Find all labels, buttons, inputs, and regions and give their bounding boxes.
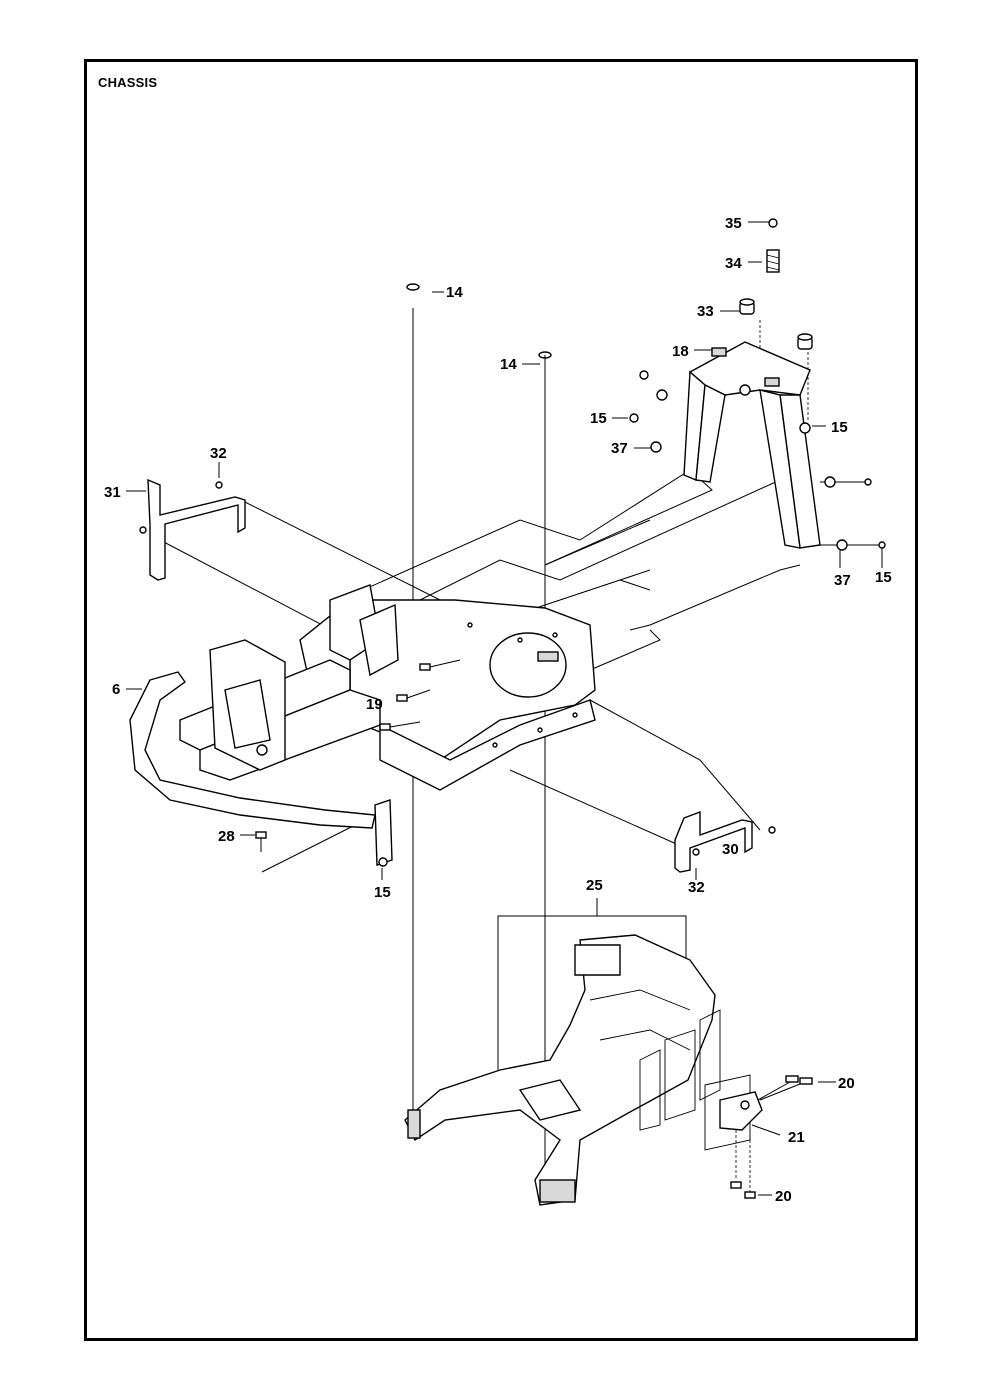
callout-20: 20 (775, 1188, 792, 1205)
callout-35: 35 (725, 215, 742, 232)
body-footrest (404, 934, 751, 1206)
leader-lines (126, 221, 883, 1196)
callout-14: 14 (446, 284, 463, 301)
diagram-title: CHASSIS (98, 75, 158, 90)
callout-32: 32 (688, 879, 705, 896)
callouts: 35 34 14 33 18 14 15 15 37 32 31 37 15 6… (104, 215, 892, 1205)
bracket-left (139, 478, 246, 581)
callout-14: 14 (500, 356, 517, 373)
callout-15: 15 (875, 569, 892, 586)
bolt (255, 831, 267, 852)
mount-block (719, 1075, 813, 1199)
callout-19: 19 (366, 696, 383, 713)
callout-30: 30 (722, 841, 739, 858)
callout-28: 28 (218, 828, 235, 845)
callout-15: 15 (374, 884, 391, 901)
front-bumper (129, 671, 376, 829)
spring (766, 218, 780, 273)
callout-37: 37 (611, 440, 628, 457)
pin (406, 283, 552, 375)
callout-6: 6 (112, 681, 120, 698)
bracket-right (674, 810, 776, 873)
callout-34: 34 (725, 255, 742, 272)
callout-15: 15 (831, 419, 848, 436)
callout-20: 20 (838, 1075, 855, 1092)
seat-support-frame (683, 341, 821, 549)
chassis-frame (179, 584, 596, 867)
callout-32: 32 (210, 445, 227, 462)
callout-18: 18 (672, 343, 689, 360)
callout-37: 37 (834, 572, 851, 589)
callout-33: 33 (697, 303, 714, 320)
callout-21: 21 (788, 1129, 805, 1146)
callout-31: 31 (104, 484, 121, 501)
rubber-bumper (739, 298, 813, 350)
callout-15: 15 (590, 410, 607, 427)
washers-nuts (629, 370, 886, 551)
callout-25: 25 (586, 877, 603, 894)
